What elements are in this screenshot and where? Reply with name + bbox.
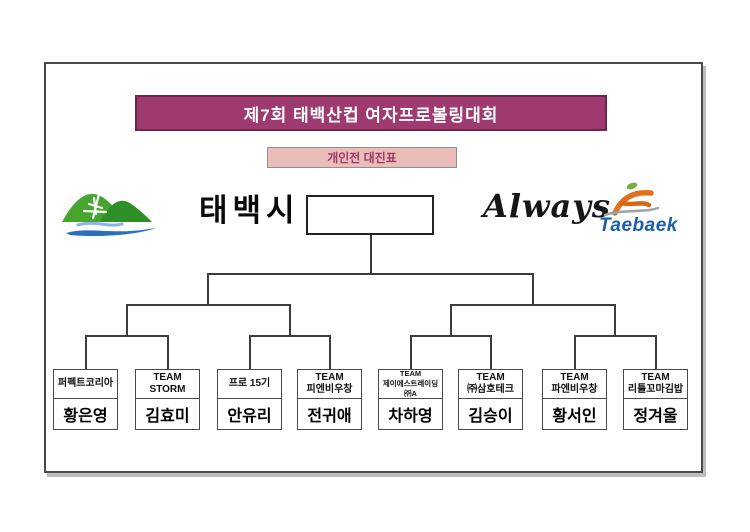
taebaek-blue-text: Taebaek	[599, 215, 678, 236]
bracket-line	[289, 304, 291, 336]
taebaek-city-logo: 태백시	[56, 182, 300, 244]
player-box-4: TEAM 피엔비우창 전귀애	[297, 369, 362, 430]
tournament-title-banner: 제7회 태백산컵 여자프로볼링대회	[135, 95, 607, 131]
player-box-6: TEAM ㈜삼호테크 김승이	[458, 369, 523, 430]
bracket-line	[207, 273, 533, 275]
bracket-line	[329, 335, 331, 369]
bracket-subtitle: 개인전 대진표	[327, 151, 397, 165]
player-team: TEAM 제이에스트레이딩 ㈜A	[379, 370, 442, 399]
player-name: 황은영	[63, 408, 108, 425]
player-team: TEAM STORM	[136, 370, 199, 399]
bracket-line	[249, 335, 251, 369]
bracket-line	[574, 335, 576, 369]
player-box-1: 퍼펙트코리아 황은영	[53, 369, 118, 430]
bracket-line	[490, 335, 492, 369]
bracket-line	[167, 335, 169, 369]
player-name: 김승이	[468, 408, 513, 425]
player-box-8: TEAM 리틀꼬마김밥 정겨울	[623, 369, 688, 430]
player-team: TEAM ㈜삼호테크	[459, 370, 522, 399]
bracket-line	[126, 304, 290, 306]
bracket-line	[207, 273, 209, 305]
always-script-text: Always	[483, 187, 611, 225]
bracket-line	[574, 335, 656, 337]
player-name: 김효미	[145, 408, 190, 425]
player-team: 프로 15기	[218, 370, 281, 399]
bracket-line	[85, 335, 168, 337]
player-name: 황서인	[552, 408, 597, 425]
bracket-line	[249, 335, 330, 337]
player-team: TEAM 리틀꼬마김밥	[624, 370, 687, 399]
player-team: 퍼펙트코리아	[54, 370, 117, 399]
player-box-5: TEAM 제이에스트레이딩 ㈜A 차하영	[378, 369, 443, 430]
player-team: TEAM 피엔비우창	[298, 370, 361, 399]
player-box-7: TEAM 파엔비우창 황서인	[542, 369, 607, 430]
bracket-line	[370, 235, 372, 274]
bracket-line	[532, 273, 534, 305]
bracket-line	[450, 304, 452, 336]
always-taebaek-logo: Always Taebaek	[483, 181, 695, 243]
bracket-line	[410, 335, 491, 337]
runner-swoosh-icon	[603, 182, 660, 217]
bracket-line	[410, 335, 412, 369]
bracket-line	[614, 304, 616, 336]
player-box-2: TEAM STORM 김효미	[135, 369, 200, 430]
player-name: 전귀애	[307, 408, 352, 425]
bracket-line	[126, 304, 128, 336]
player-box-3: 프로 15기 안유리	[217, 369, 282, 430]
player-name: 정겨울	[633, 408, 678, 425]
player-name: 안유리	[227, 408, 272, 425]
player-name: 차하영	[388, 408, 433, 425]
player-team: TEAM 파엔비우창	[543, 370, 606, 399]
bracket-line	[85, 335, 87, 369]
taebaek-city-text: 태백시	[199, 192, 300, 228]
bracket-line	[655, 335, 657, 369]
final-winner-box	[306, 195, 434, 235]
bracket-subtitle-banner: 개인전 대진표	[267, 147, 457, 168]
mountain-wave-icon	[62, 192, 156, 237]
tournament-title: 제7회 태백산컵 여자프로볼링대회	[243, 105, 499, 125]
bracket-line	[450, 304, 615, 306]
